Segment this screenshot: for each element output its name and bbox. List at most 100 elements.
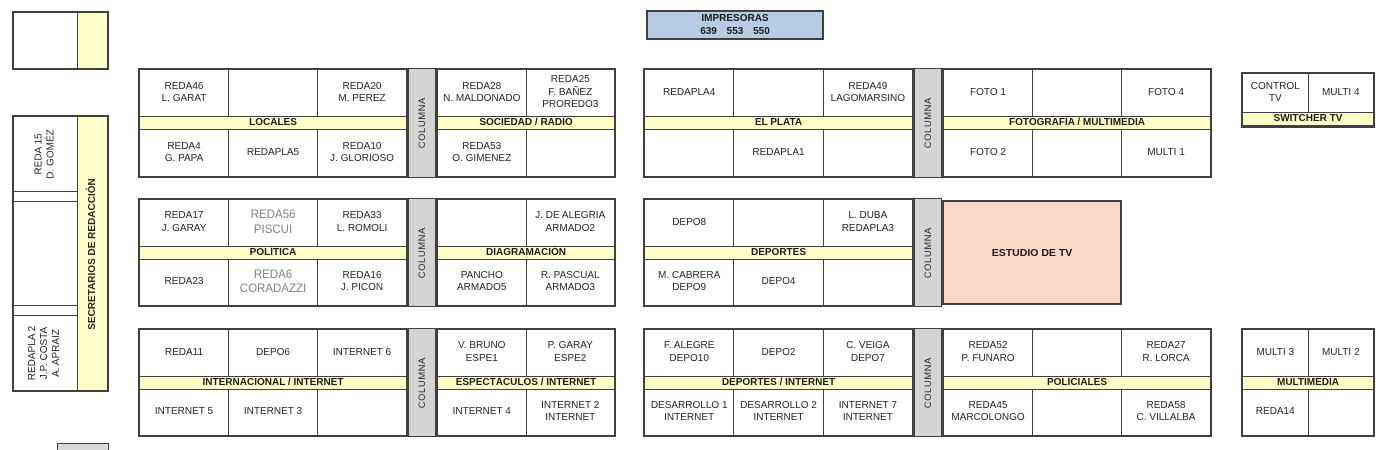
desk-cell: DESARROLLO 1 INTERNET (650, 399, 728, 424)
desk-cell: DEPO2 (733, 330, 822, 376)
section-label-fotografia-multimedia: FOTOGRAFÍA / MULTIMEDIA (944, 116, 1210, 130)
group-row: REDA4 G. PAPA REDAPLA5 REDA10 J. GLORIOS… (140, 130, 406, 176)
group-row: REDA46 L. GARAT REDA20 M. PEREZ (140, 70, 406, 116)
section-label-el-plata: EL PLATA (645, 116, 912, 130)
desk-cell: REDA6 CORADAZZI (228, 259, 317, 305)
column-label: COLUMNA (416, 356, 428, 408)
desk-cell (822, 130, 912, 176)
desk-cell: MULTI 1 (1121, 130, 1210, 176)
desk-cell: REDA 15 D. GOMÉZ (14, 117, 77, 191)
group-policiales: REDA52 P. FUNARO REDA27 R. LORCA POLICIA… (942, 328, 1212, 437)
group-row: CONTROL TV MULTI 4 (1243, 74, 1373, 112)
desk-cell: INTERNET 5 (154, 406, 214, 417)
divider (14, 305, 77, 316)
group-row: FOTO 1 FOTO 4 (944, 70, 1210, 116)
desk-cell (1032, 130, 1121, 176)
group-row: REDA11 DEPO6 INTERNET 6 (140, 330, 406, 376)
desk-cell: P. GARAY ESPE2 (525, 330, 615, 376)
desk-label: REDAPLA 2 J.P. COSTA A. APRAIZ (27, 325, 63, 381)
group-el-plata: REDAPLA4 REDA49 LAGOMARSINO EL PLATA RED… (643, 68, 914, 178)
group-deportes: DEPO8 L. DUBA REDAPLA3 DEPORTES M. CABRE… (643, 198, 914, 307)
desk-cell (14, 202, 77, 305)
desk-cell: J. DE ALEGRIA ARMADO2 (525, 200, 615, 246)
column-pillar: COLUMNA (914, 328, 942, 437)
desk-cell: FOTO 2 (970, 146, 1006, 158)
group-row: DESARROLLO 1 INTERNET DESARROLLO 2 INTER… (645, 389, 912, 435)
desk-cell: DEPO4 (733, 259, 822, 305)
group-internacional-internet: REDA11 DEPO6 INTERNET 6 INTERNACIONAL / … (138, 328, 408, 437)
group-row: REDA52 P. FUNARO REDA27 R. LORCA (944, 330, 1210, 376)
secretarios-desks: REDA 15 D. GOMÉZ REDAPLA 2 J.P. COSTA A.… (14, 117, 77, 390)
desk-cell: REDA46 L. GARAT (161, 80, 207, 105)
group-row: FOTO 2 MULTI 1 (944, 130, 1210, 176)
desk-cell: REDA52 P. FUNARO (961, 340, 1015, 364)
group-multimedia: MULTI 3 MULTI 2 MULTIMEDIA REDA14 (1241, 328, 1375, 437)
desk-cell: DEPO8 (672, 216, 707, 228)
group-row: MULTI 3 MULTI 2 (1243, 330, 1373, 376)
column-pillar: COLUMNA (408, 68, 436, 178)
desk-cell: REDA33 L. ROMOLI (317, 200, 406, 246)
column-label: COLUMNA (416, 97, 428, 149)
desk-cell: L. DUBA REDAPLA3 (822, 200, 912, 246)
desk-cell (525, 130, 615, 176)
desk-cell: MULTI 4 (1307, 74, 1374, 112)
desk-cell: REDA16 J. PICON (317, 259, 406, 305)
desk-cell: F. ALEGRE DEPO10 (663, 340, 715, 364)
desk-cell: DEPO6 (228, 330, 317, 376)
desk-cell (1032, 389, 1121, 435)
desk-cell: REDA23 (164, 276, 204, 287)
group-row: V. BRUNO ESPE1 P. GARAY ESPE2 (438, 330, 614, 376)
desk-cell (438, 200, 526, 246)
desk-cell: REDA53 O. GIMENEZ (452, 140, 512, 165)
section-label-locales: LOCALES (140, 116, 406, 130)
desk-cell: REDA27 R. LORCA (1121, 330, 1210, 376)
column-label: COLUMNA (922, 97, 934, 149)
section-label-diagramacion: DIAGRAMACIÓN (438, 245, 614, 260)
group-row: REDA17 J. GARAY REDA56 PISCUI REDA33 L. … (140, 200, 406, 246)
desk-cell: REDA10 J. GLORIOSO (317, 130, 406, 176)
group-row: REDA53 O. GIMENEZ (438, 130, 614, 176)
group-fotografia-multimedia: FOTO 1 FOTO 4 FOTOGRAFÍA / MULTIMEDIA FO… (942, 68, 1212, 178)
tv-studio-area: ESTUDIO DE TV (942, 200, 1122, 305)
section-label-policiales: POLICIALES (944, 375, 1210, 390)
secretarios-strip: SECRETARIOS DE REDACCIÓN (77, 117, 107, 390)
desk-cell (317, 389, 406, 435)
desk-cell: MULTI 2 (1307, 330, 1374, 376)
group-row: REDAPLA1 (645, 130, 912, 176)
group-locales: REDA46 L. GARAT REDA20 M. PEREZ LOCALES … (138, 68, 408, 178)
group-deportes-internet: F. ALEGRE DEPO10 DEPO2 C. VEIGA DEPO7 DE… (643, 328, 914, 437)
printers-box: IMPRESORAS 639 553 550 (646, 10, 824, 40)
section-label-deportes: DEPORTES (645, 245, 912, 260)
corner-box (12, 11, 109, 70)
secretarios-block: REDA 15 D. GOMÉZ REDAPLA 2 J.P. COSTA A.… (12, 115, 109, 392)
column-pillar: COLUMNA (914, 198, 942, 307)
section-label-politica: POLÍTICA (140, 245, 406, 260)
desk-cell: INTERNET 4 (452, 406, 511, 417)
cutoff-box (57, 443, 109, 450)
group-row: DEPO8 L. DUBA REDAPLA3 (645, 200, 912, 246)
group-row: J. DE ALEGRIA ARMADO2 (438, 200, 614, 246)
section-label-switcher-tv: SWITCHER TV (1243, 112, 1373, 126)
desk-cell: PANCHO ARMADO5 (457, 269, 507, 294)
group-row: REDA28 N. MALDONADO REDA25 F. BAÑEZ PROR… (438, 70, 614, 116)
desk-cell: V. BRUNO ESPE1 (458, 340, 506, 364)
group-diagramacion: J. DE ALEGRIA ARMADO2 DIAGRAMACIÓN PANCH… (436, 198, 616, 307)
printers-label: IMPRESORAS (701, 13, 769, 24)
desk-cell: REDA56 PISCUI (228, 200, 317, 246)
desk-cell (733, 70, 822, 116)
desk-cell: REDA17 J. GARAY (161, 210, 207, 234)
divider (14, 191, 77, 202)
group-row: REDA23 REDA6 CORADAZZI REDA16 J. PICON (140, 259, 406, 305)
desk-cell: REDA45 MARCOLONGO (951, 399, 1025, 424)
corner-box-white (14, 13, 77, 68)
desk-cell: REDA14 (1255, 406, 1295, 417)
secretarios-label: SECRETARIOS DE REDACCIÓN (86, 177, 98, 330)
desk-cell (822, 259, 912, 305)
group-row: M. CABRERA DEPO9 DEPO4 (645, 259, 912, 305)
desk-cell: INTERNET 2 INTERNET (525, 389, 615, 435)
group-row: INTERNET 4 INTERNET 2 INTERNET (438, 389, 615, 435)
desk-cell: MULTI 3 (1256, 346, 1295, 358)
desk-cell: REDA11 (164, 346, 204, 358)
column-pillar: COLUMNA (408, 198, 436, 307)
